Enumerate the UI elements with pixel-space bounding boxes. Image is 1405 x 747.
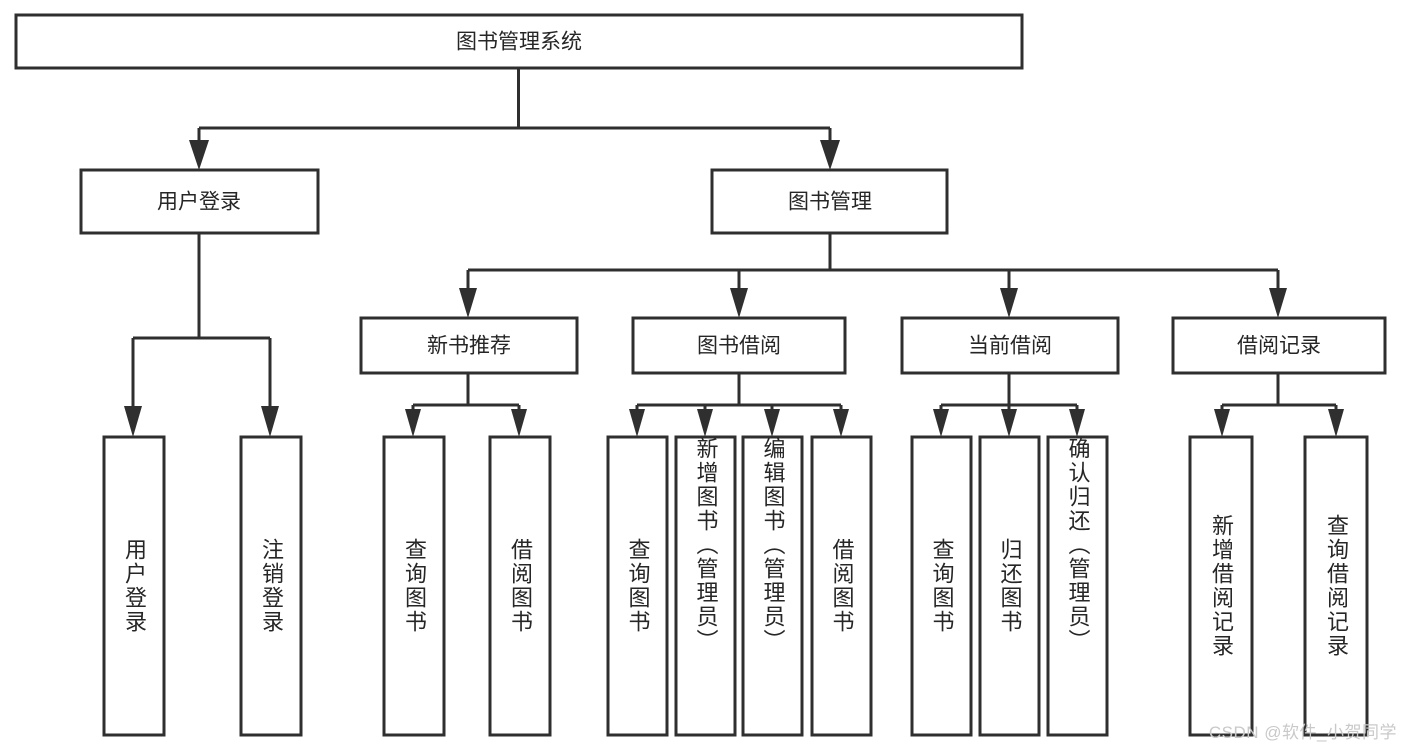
node-box-leaf-user-login[interactable] (102, 435, 166, 737)
leaf-label-text: 用户登录 (122, 538, 147, 634)
leaf-label-borrow-book-a: 借阅图书 (490, 437, 550, 735)
node-box-leaf-query-book-c[interactable] (910, 435, 973, 737)
arrow-record-leaf-2 (1328, 409, 1344, 437)
leaf-label-return-book: 归还图书 (980, 437, 1039, 735)
arrow-borrow-leaf-3 (764, 409, 780, 437)
label-book-management: 图书管理 (788, 191, 872, 214)
node-box-leaf-edit-book-admin[interactable] (741, 435, 804, 737)
leaf-label-query-book-a: 查询图书 (384, 437, 444, 735)
node-box-leaf-add-borrow-record[interactable] (1188, 435, 1254, 737)
label-root: 图书管理系统 (456, 31, 582, 54)
arrow-bookmgmt-cat-3 (1000, 288, 1018, 318)
arrow-bookmgmt-cat-1 (459, 288, 477, 318)
leaf-label-edit-book-admin: 编辑图书（管理员） (743, 437, 802, 735)
arrow-borrow-leaf-1 (629, 409, 645, 437)
arrow-userlogin-leaf-1 (124, 406, 142, 437)
leaf-label-query-borrow-record: 查询借阅记录 (1305, 437, 1367, 735)
arrow-newbook-leaf-1 (405, 409, 421, 437)
node-box-current-borrow[interactable] (900, 316, 1120, 375)
leaf-label-add-borrow-record: 新增借阅记录 (1190, 437, 1252, 735)
leaf-label-text: 查询图书 (625, 538, 651, 634)
leaf-label-text: 借阅图书 (829, 538, 855, 634)
leaf-label-text: 新增借阅记录 (1209, 514, 1234, 658)
leaf-label-add-book-admin: 新增图书（管理员） (676, 437, 735, 735)
node-box-leaf-borrow-book-b[interactable] (810, 435, 873, 737)
arrow-borrow-leaf-4 (833, 409, 849, 437)
node-box-leaf-query-book-a[interactable] (382, 435, 446, 737)
arrow-newbook-leaf-2 (511, 409, 527, 437)
arrow-current-leaf-1 (933, 409, 949, 437)
node-box-root[interactable] (14, 13, 1024, 70)
leaf-label-text: 注销登录 (259, 538, 284, 634)
arrow-current-leaf-2 (1001, 409, 1017, 437)
label-new-book-recommend: 新书推荐 (427, 335, 511, 358)
connector-layer (124, 68, 1344, 437)
leaf-label-user-login: 用户登录 (104, 437, 164, 735)
leaf-label-borrow-book-b: 借阅图书 (812, 437, 871, 735)
label-user-login: 用户登录 (157, 191, 241, 214)
arrow-borrow-leaf-2 (697, 409, 713, 437)
node-box-new-book-recommend[interactable] (359, 316, 579, 375)
label-book-borrow: 图书借阅 (697, 335, 781, 358)
leaf-label-text: 新增图书（管理员） (693, 437, 719, 653)
node-box-leaf-return-book[interactable] (978, 435, 1041, 737)
label-layer: 图书管理系统 用户登录 图书管理 新书推荐 图书借阅 当前借阅 借阅记录 (157, 31, 1321, 358)
node-box-leaf-borrow-book-a[interactable] (488, 435, 552, 737)
node-box-book-borrow[interactable] (631, 316, 847, 375)
leaf-label-text: 编辑图书（管理员） (760, 437, 786, 653)
node-box-book-management[interactable] (710, 168, 949, 235)
leaf-label-text: 确认归还（管理员） (1065, 437, 1091, 653)
node-box-leaf-add-book-admin[interactable] (674, 435, 737, 737)
arrow-record-leaf-1 (1214, 409, 1230, 437)
node-box-leaf-query-borrow-record[interactable] (1303, 435, 1369, 737)
leaf-label-text: 借阅图书 (508, 538, 533, 634)
leaf-label-query-book-c: 查询图书 (912, 437, 971, 735)
arrow-bookmgmt-cat-2 (730, 288, 748, 318)
node-box-leaf-confirm-return-admin[interactable] (1046, 435, 1109, 737)
arrow-bookmgmt-cat-4 (1269, 288, 1287, 318)
leaf-label-text: 查询图书 (929, 538, 955, 634)
arrow-userlogin-leaf-2 (261, 406, 279, 437)
node-box-borrow-record[interactable] (1171, 316, 1387, 375)
label-current-borrow: 当前借阅 (968, 335, 1052, 358)
leaf-label-text: 归还图书 (997, 538, 1023, 634)
leaf-label-query-book-b: 查询图书 (608, 437, 667, 735)
label-borrow-record: 借阅记录 (1237, 335, 1321, 358)
arrow-current-leaf-3 (1069, 409, 1085, 437)
node-box-leaf-query-book-b[interactable] (606, 435, 669, 737)
leaf-label-logout: 注销登录 (241, 437, 301, 735)
leaf-label-text: 查询借阅记录 (1324, 514, 1349, 658)
arrow-root-to-book-mgmt (820, 140, 840, 170)
node-box-leaf-logout[interactable] (239, 435, 303, 737)
leaf-label-text: 查询图书 (402, 538, 427, 634)
node-box-user-login[interactable] (79, 168, 320, 235)
box-layer (14, 13, 1387, 737)
arrow-root-to-user-login (189, 140, 209, 170)
leaf-label-confirm-return-admin: 确认归还（管理员） (1048, 437, 1107, 735)
